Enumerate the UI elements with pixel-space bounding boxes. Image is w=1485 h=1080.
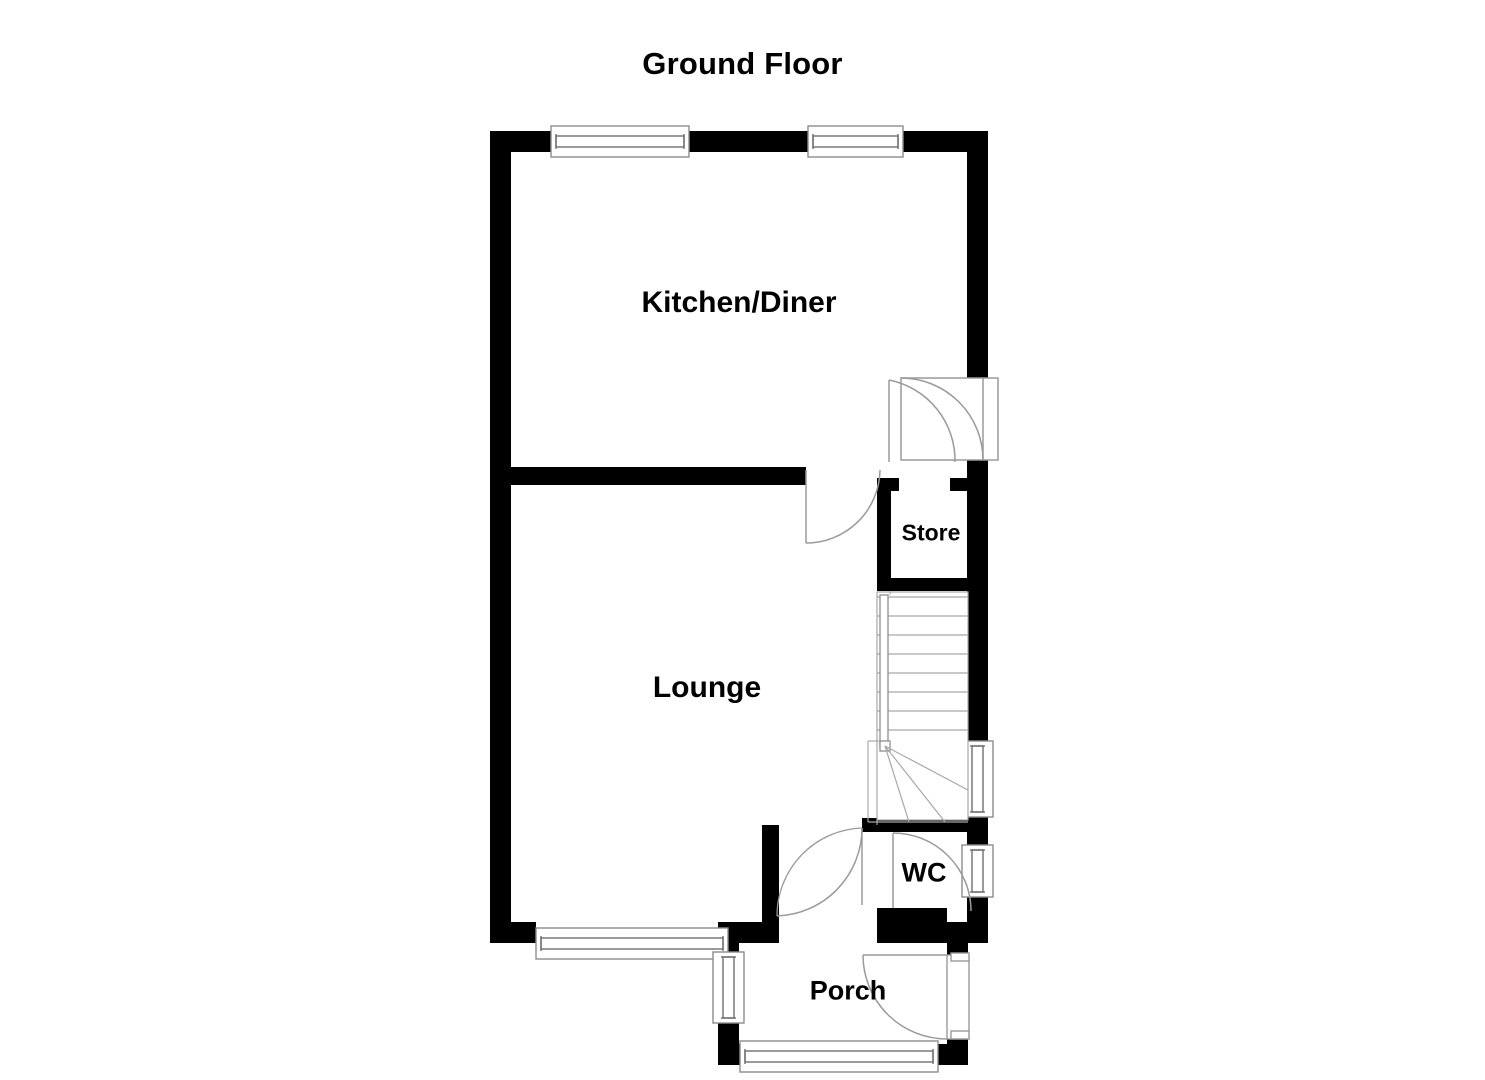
kitchen-window-north-left — [550, 125, 690, 158]
porch-window-south — [739, 1040, 939, 1073]
wall-internal-kitchen-lounge — [490, 467, 806, 485]
staircase — [867, 591, 969, 823]
wall-wc-south — [877, 908, 947, 922]
wall-exterior-south-left — [490, 922, 536, 943]
page-title: Ground Floor — [642, 46, 843, 81]
wall-store-north — [877, 478, 899, 491]
store-door — [888, 379, 956, 463]
wall-exterior-south-hall — [877, 922, 988, 943]
wall-exterior-east-upper — [967, 131, 988, 380]
wall-group — [490, 131, 988, 1065]
room-label-wc: WC — [901, 857, 947, 888]
opening-edge-group — [876, 591, 891, 825]
room-label-lounge: Lounge — [652, 671, 762, 704]
wall-exterior-east-lower — [967, 816, 988, 846]
wc-window-east — [961, 844, 994, 898]
window-group — [535, 125, 994, 1073]
wall-store-south — [877, 578, 968, 591]
room-label-porch: Porch — [809, 975, 887, 1006]
wall-porch-east-bottom — [947, 1037, 968, 1065]
porch-entrance-door-east — [862, 952, 970, 1040]
wall-exterior-east-mid — [967, 460, 988, 741]
kitchen-window-north-right — [807, 125, 904, 158]
room-label-store: Store — [901, 519, 961, 546]
wall-internal-hall-west-upper — [877, 478, 891, 590]
door-group — [776, 377, 999, 1040]
wall-exterior-west — [490, 131, 511, 943]
room-label-kitchen-diner: Kitchen/Diner — [641, 286, 837, 319]
porch-window-west — [712, 951, 745, 1024]
kitchen-hall-door — [805, 469, 881, 544]
wall-internal-hall-west-lower — [762, 825, 779, 943]
wall-store-north-right — [950, 478, 968, 491]
lounge-hall-door — [776, 827, 863, 917]
wall-exterior-north-mid-pier — [688, 131, 808, 152]
lounge-window-south — [535, 927, 729, 960]
wall-exterior-north-left — [490, 131, 552, 152]
wall-exterior-north-right — [902, 131, 988, 152]
wc-door — [892, 832, 972, 912]
